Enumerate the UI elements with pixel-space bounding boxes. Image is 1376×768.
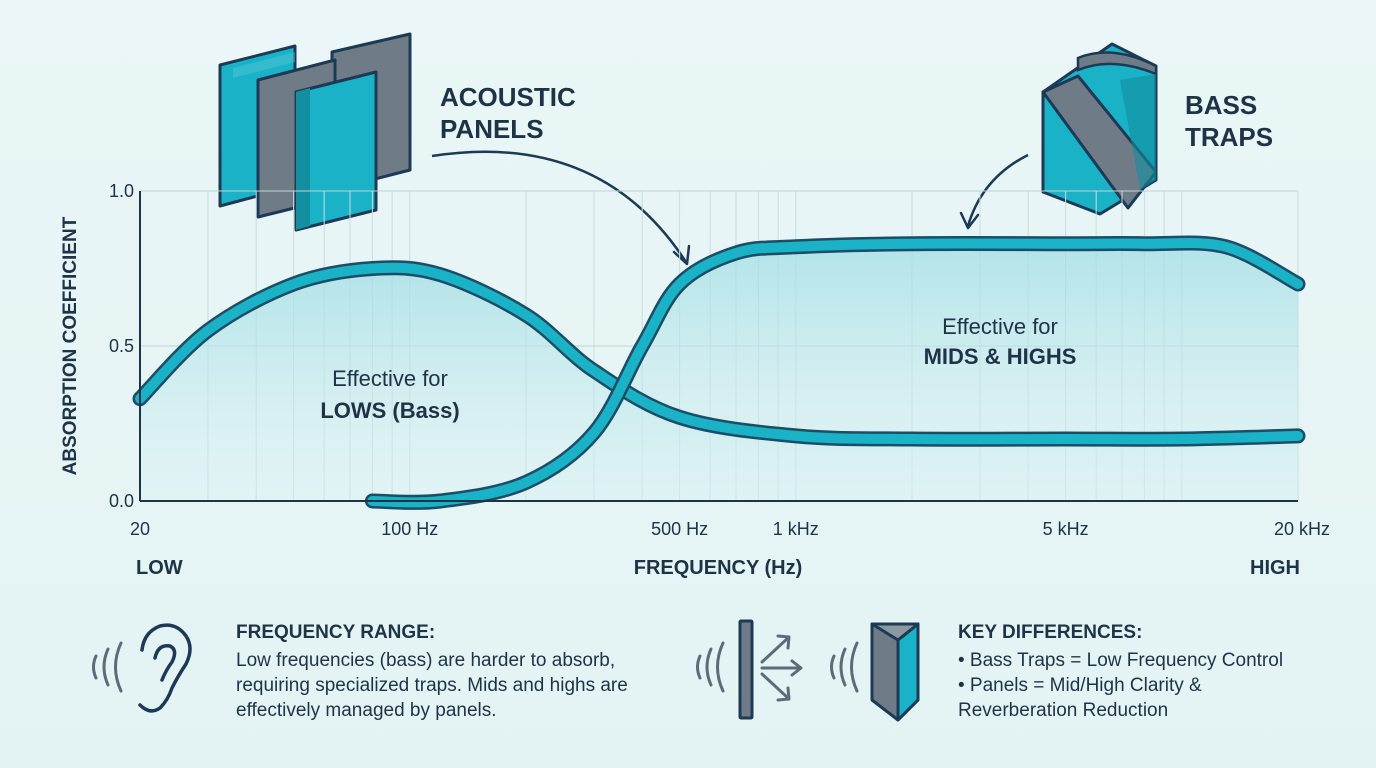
panels-arrow-head: [672, 244, 691, 266]
frequency-range-info: FREQUENCY RANGE: Low frequencies (bass) …: [236, 622, 656, 723]
key-difference-item: • Panels = Mid/High Clarity & Reverberat…: [958, 675, 1202, 721]
panels-label-line2: PANELS: [440, 114, 544, 144]
series-lines: [132, 235, 1306, 510]
x-tick-label: 500 Hz: [651, 519, 708, 539]
annotation-mids-line1: Effective for: [942, 314, 1058, 339]
annotation-lows-line1: Effective for: [332, 366, 448, 391]
key-differences-heading: KEY DIFFERENCES:: [958, 622, 1143, 643]
x-tick-label: 20 kHz: [1274, 519, 1330, 539]
reflection-arrows-icon: [760, 634, 803, 702]
traps-label-line2: TRAPS: [1185, 122, 1273, 152]
x-axis-high-label: HIGH: [1250, 557, 1300, 579]
y-tick-label: 1.0: [109, 181, 134, 201]
traps-label-line1: BASS: [1185, 90, 1257, 120]
x-tick-label: 20: [130, 519, 150, 539]
annotation-mids-line2: MIDS & HIGHS: [924, 344, 1077, 369]
y-tick-label: 0.5: [109, 336, 134, 356]
axes: [139, 191, 1298, 502]
traps-callout-arrow: [966, 153, 1029, 227]
bass-trap-icon: [1041, 42, 1158, 216]
panels-icon: [218, 32, 412, 232]
ear-icon: [138, 623, 192, 713]
y-tick-label: 0.0: [109, 491, 134, 511]
tick-labels: 0.0 0.5 1.0 20 100 Hz 500 Hz 1 kHz 5 kHz 20 kHz: [109, 181, 1330, 539]
traps-arrow-head: [959, 211, 980, 230]
sound-wave-icon: [92, 641, 123, 693]
panels-label-line1: ACOUSTIC: [440, 82, 576, 112]
frequency-range-heading: FREQUENCY RANGE:: [236, 622, 436, 643]
panel-mini-icon: [738, 619, 754, 720]
series-line-1: [367, 237, 1303, 508]
x-tick-label: 5 kHz: [1043, 519, 1089, 539]
bass-trap-mini-icon: [870, 622, 920, 722]
x-tick-label: 100 Hz: [381, 519, 438, 539]
x-axis-title: FREQUENCY (Hz): [634, 557, 803, 579]
frequency-range-body: Low frequencies (bass) are harder to abs…: [236, 650, 628, 721]
key-difference-item: • Bass Traps = Low Frequency Control: [958, 650, 1284, 671]
key-differences-info: KEY DIFFERENCES: • Bass Traps = Low Freq…: [958, 622, 1318, 723]
x-axis-low-label: LOW: [136, 557, 183, 579]
sound-wave-icon-right: [696, 641, 859, 693]
y-axis-title: ABSORPTION COEFFICIENT: [60, 216, 81, 475]
panels-callout-arrow: [431, 150, 688, 263]
annotation-lows-line2: LOWS (Bass): [320, 398, 459, 423]
x-tick-label: 1 kHz: [773, 519, 819, 539]
